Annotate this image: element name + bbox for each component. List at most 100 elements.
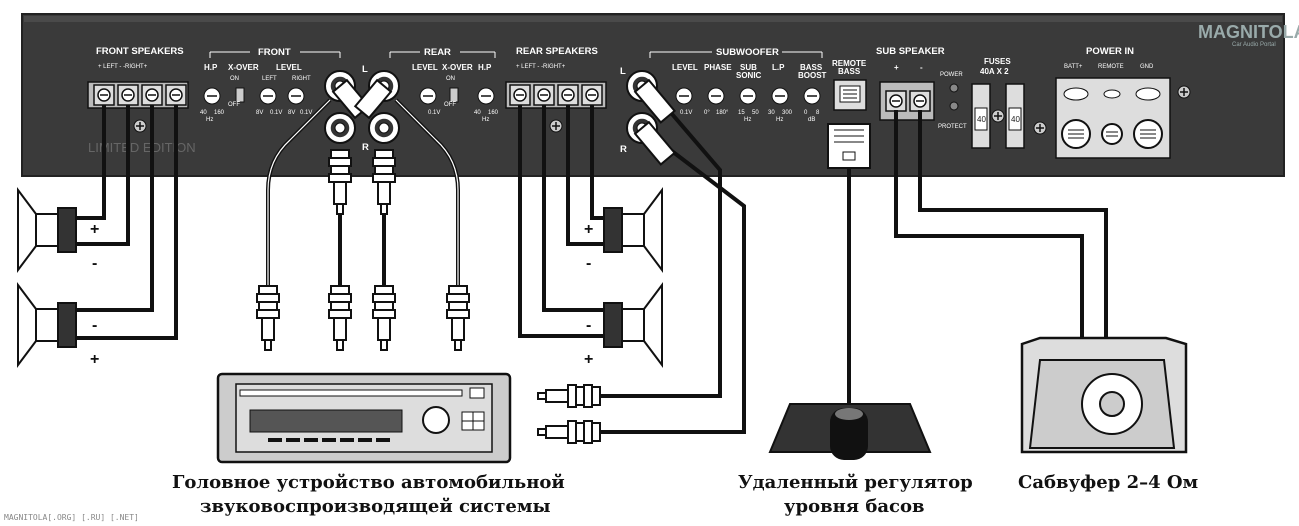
front-v01-r: 0.1V bbox=[300, 110, 312, 116]
front-hp-knob[interactable] bbox=[203, 87, 221, 105]
gnd-terminal[interactable] bbox=[1133, 119, 1163, 149]
rear-hp-160: 160 bbox=[488, 110, 499, 116]
caption-remote-1: Удаленный регулятор bbox=[738, 472, 973, 493]
power-in-label: POWER IN bbox=[1086, 46, 1134, 57]
edition-label: LIMITED EDITION bbox=[88, 140, 196, 155]
front-r-rca-jack[interactable] bbox=[324, 112, 356, 144]
rear-controls: REAR LEVEL X-OVER H.P ON OFF 0.1V 40 160… bbox=[389, 47, 499, 123]
remote-bass-controller bbox=[768, 403, 932, 460]
front-left-speaker bbox=[17, 189, 77, 271]
rear-left-minus-terminal[interactable] bbox=[533, 84, 555, 106]
front-hp-hz: Hz bbox=[206, 117, 213, 123]
rear-right-minus-terminal[interactable] bbox=[557, 84, 579, 106]
front-left-minus-terminal[interactable] bbox=[117, 84, 139, 106]
rear-v01: 0.1V bbox=[428, 110, 440, 116]
remote-bass-knob-icon[interactable] bbox=[830, 408, 868, 460]
front-level-left-knob[interactable] bbox=[259, 87, 277, 105]
logo-text: MAGNITOLA bbox=[1198, 22, 1299, 42]
front-left-label: LEFT bbox=[262, 76, 277, 82]
brand-logo: MAGNITOLA Car Audio Portal bbox=[1198, 22, 1299, 48]
gnd-label: GND bbox=[1140, 64, 1154, 70]
sub-level-knob[interactable] bbox=[675, 87, 693, 105]
front-right-minus-terminal[interactable] bbox=[141, 84, 163, 106]
subwoofer-box bbox=[1020, 336, 1188, 454]
bass-boost-knob[interactable] bbox=[803, 87, 821, 105]
sub-phase-knob[interactable] bbox=[707, 87, 725, 105]
polarity-signs: + - - + + - - + bbox=[90, 221, 593, 368]
power-led-icon bbox=[949, 83, 959, 93]
sonic-hz: Hz bbox=[744, 117, 751, 123]
watermark: MAGNITOLA[.ORG] [.RU] [.NET] bbox=[4, 513, 139, 522]
rear-right-plus-terminal[interactable] bbox=[581, 84, 603, 106]
batt-label: BATT+ bbox=[1064, 64, 1083, 70]
remote-terminal[interactable] bbox=[1101, 123, 1123, 145]
screw-icon bbox=[1177, 85, 1191, 99]
front-on-label: ON bbox=[230, 76, 239, 82]
rear-left-plus-terminal[interactable] bbox=[509, 84, 531, 106]
front-v8-r: 8V bbox=[288, 110, 295, 116]
rear-level-knob[interactable] bbox=[419, 87, 437, 105]
remote-label: REMOTE bbox=[1098, 64, 1124, 70]
svg-text:+: + bbox=[90, 351, 99, 368]
caption-sub: Сабвуфер 2–4 Ом bbox=[1018, 472, 1199, 493]
sub-sonic-label-2: SONIC bbox=[736, 71, 762, 80]
caption-head-unit-2: звуковоспроизводящей системы bbox=[200, 496, 551, 517]
svg-text:+: + bbox=[584, 221, 593, 238]
sub-sonic-knob[interactable] bbox=[739, 87, 757, 105]
logo-sub: Car Audio Portal bbox=[1232, 42, 1276, 48]
sub-lp-knob[interactable] bbox=[771, 87, 789, 105]
rca-inputs: L R bbox=[324, 64, 400, 153]
rear-speakers-label: REAR SPEAKERS bbox=[516, 46, 598, 57]
bb-8: 8 bbox=[816, 110, 820, 116]
fuses-block: FUSES 40A X 2 40 40 bbox=[971, 57, 1047, 149]
rear-hp-knob[interactable] bbox=[477, 87, 495, 105]
front-right-plus-terminal[interactable] bbox=[165, 84, 187, 106]
svg-text:-: - bbox=[586, 317, 591, 334]
fuse-1-value: 40 bbox=[977, 115, 986, 124]
rear-xover-switch[interactable] bbox=[449, 87, 459, 103]
sub-rca-cables bbox=[537, 78, 746, 444]
rear-speakers-pins: + LEFT - -RIGHT+ bbox=[516, 64, 566, 70]
sub-r-label: R bbox=[620, 144, 627, 155]
front-controls: FRONT H.P X-OVER LEVEL ON LEFT RIGHT OFF… bbox=[200, 47, 341, 123]
protect-label: PROTECT bbox=[938, 124, 967, 130]
rear-r-rca-jack[interactable] bbox=[368, 112, 400, 144]
front-speaker-wires bbox=[74, 105, 178, 340]
front-right-label: RIGHT bbox=[292, 76, 311, 82]
fuse-2-value: 40 bbox=[1011, 115, 1020, 124]
front-hp-40: 40 bbox=[200, 110, 207, 116]
sub-phase-label: PHASE bbox=[704, 63, 732, 72]
front-label: FRONT bbox=[258, 47, 291, 58]
sub-minus-terminal[interactable] bbox=[909, 90, 931, 112]
front-xover-switch[interactable] bbox=[235, 87, 245, 103]
phase-0: 0° bbox=[704, 110, 710, 116]
sub-plus-terminal[interactable] bbox=[885, 90, 907, 112]
sub-speaker-cable bbox=[894, 110, 1108, 340]
rca-l-label: L bbox=[362, 64, 368, 75]
head-unit bbox=[216, 372, 512, 464]
screw-icon bbox=[549, 119, 563, 133]
rear-hp-hz: Hz bbox=[482, 117, 489, 123]
svg-text:-: - bbox=[586, 255, 591, 272]
front-left-plus-terminal[interactable] bbox=[93, 84, 115, 106]
front-level-right-knob[interactable] bbox=[287, 87, 305, 105]
svg-text:+: + bbox=[90, 221, 99, 238]
sub-plus-label: + bbox=[894, 63, 899, 72]
rear-speakers-block: REAR SPEAKERS + LEFT - -RIGHT+ bbox=[505, 46, 607, 133]
front-speakers-block: FRONT SPEAKERS + LEFT - -RIGHT+ bbox=[87, 46, 189, 133]
rear-off-label: OFF bbox=[444, 102, 456, 108]
sub-speaker-block: SUB SPEAKER + - POWER PROTECT bbox=[876, 46, 967, 130]
sub-l-label: L bbox=[620, 66, 626, 77]
front-xover-label: X-OVER bbox=[228, 63, 259, 72]
front-right-speaker bbox=[17, 284, 77, 366]
sonic-15: 15 bbox=[738, 110, 745, 116]
screw-icon bbox=[1033, 121, 1047, 135]
head-unit-display bbox=[249, 409, 403, 433]
front-level-label: LEVEL bbox=[276, 63, 302, 72]
batt-terminal[interactable] bbox=[1061, 119, 1091, 149]
lp-hz: Hz bbox=[776, 117, 783, 123]
rear-level-label: LEVEL bbox=[412, 63, 438, 72]
volume-knob-icon bbox=[422, 406, 450, 434]
phase-180: 180° bbox=[716, 110, 729, 116]
